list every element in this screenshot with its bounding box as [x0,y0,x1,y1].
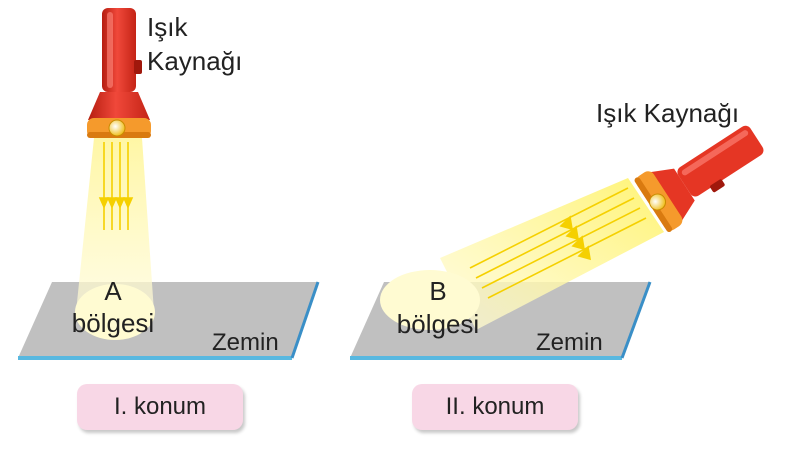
position-label-1-text: I. konum [113,393,207,420]
region-letter-b: B [429,276,446,306]
floor-label-1: Zemin [212,329,279,356]
light-beam-2 [380,178,664,330]
region-letter-a: A [104,276,122,306]
position-label-1: I. konum [77,384,243,430]
source-label-1-line2: Kaynağı [147,46,242,76]
source-label-2: Işık Kaynağı [596,98,739,128]
scene-1: Işık Kaynağı A bölgesi Zemin [18,8,320,360]
light-beam-1 [75,138,155,340]
flashlight-icon [634,125,764,233]
position-label-2-text: II. konum [445,393,545,420]
floor-label-2: Zemin [536,329,603,356]
position-label-2: II. konum [412,384,578,430]
scene-2: Işık Kaynağı B bölgesi Zemin [350,98,764,360]
region-word-1: bölgesi [72,308,154,338]
source-label-1-line1: Işık [147,12,188,42]
region-word-2: bölgesi [397,309,479,339]
flashlight-icon [87,8,151,138]
